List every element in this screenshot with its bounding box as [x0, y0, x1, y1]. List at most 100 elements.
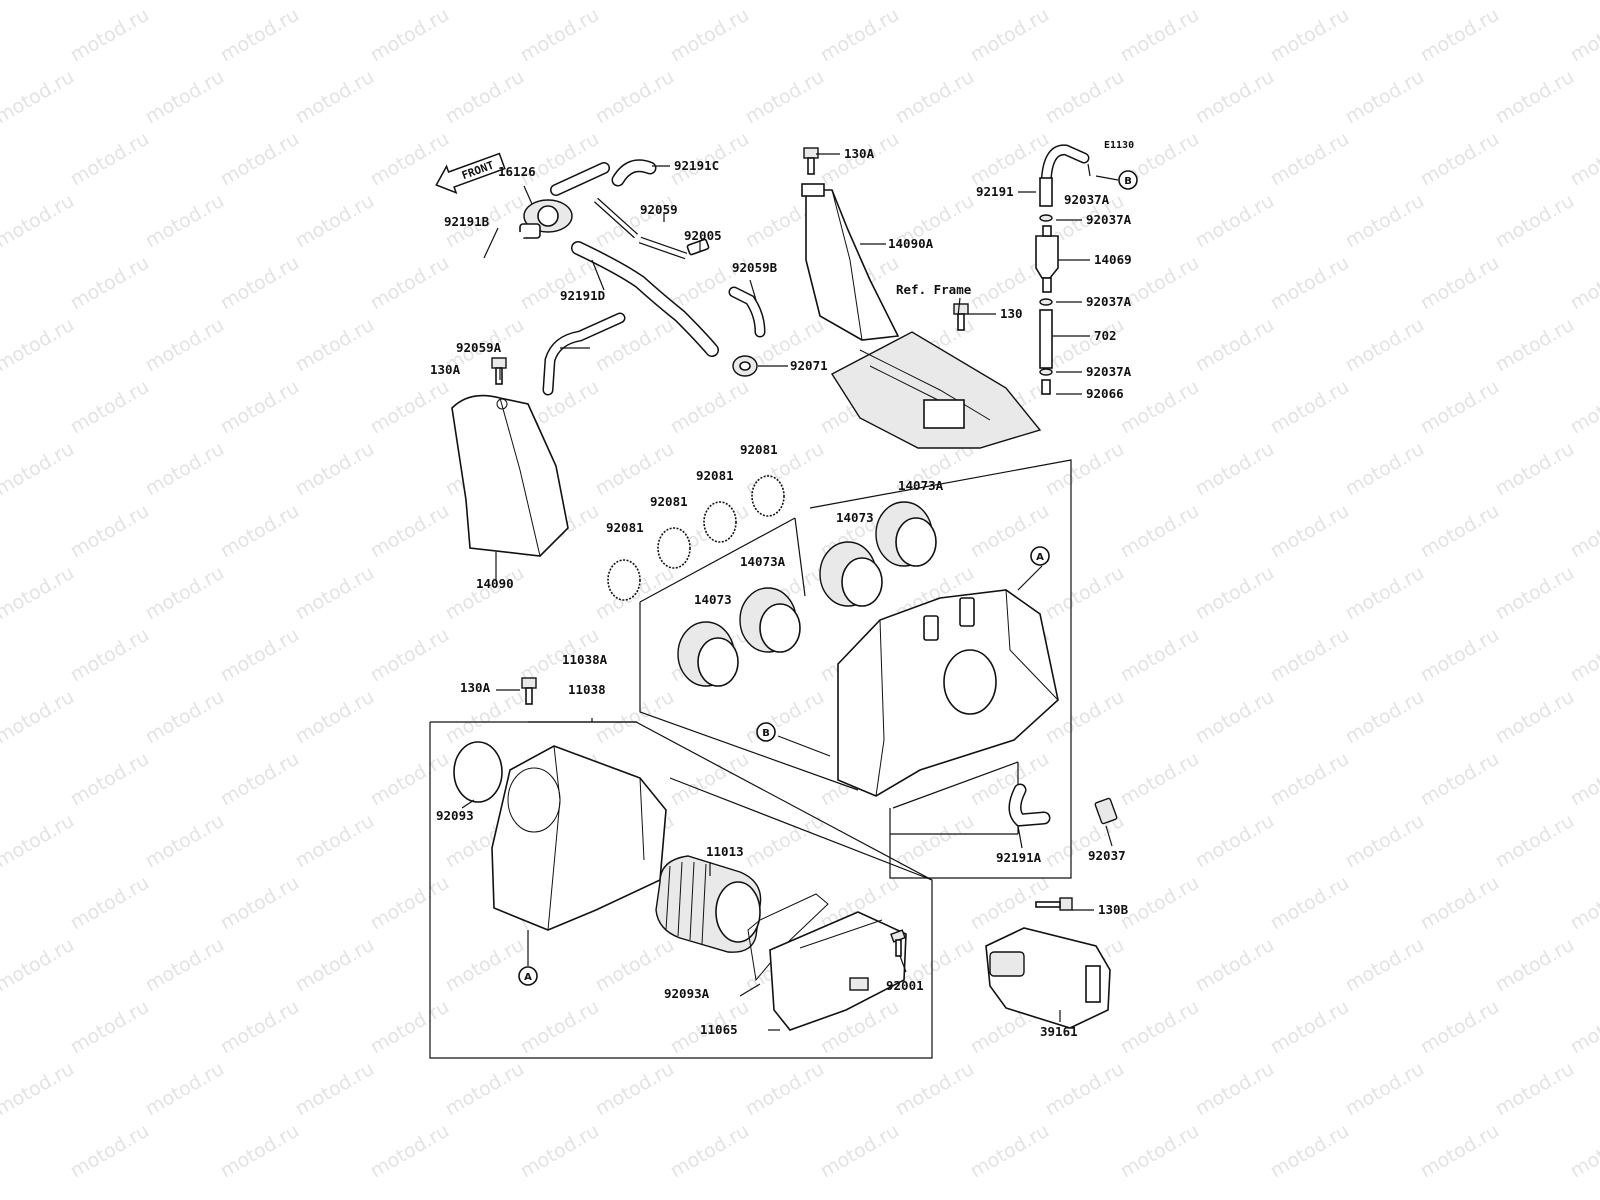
callout-92191a: 92191A — [996, 850, 1042, 865]
watermark-text: motod.ru — [0, 0, 78, 4]
watermark-text: motod.ru — [0, 748, 3, 811]
watermark-text: motod.ru — [817, 1120, 903, 1183]
callout-11013: 11013 — [706, 844, 744, 859]
watermark-text: motod.ru — [442, 0, 528, 4]
watermark-text: motod.ru — [1567, 872, 1600, 935]
watermark-text: motod.ru — [292, 66, 378, 129]
watermark-text: motod.ru — [967, 4, 1053, 67]
watermark-text: motod.ru — [1417, 4, 1503, 67]
watermark-text: motod.ru — [442, 934, 528, 997]
watermark-text: motod.ru — [1567, 996, 1600, 1059]
watermark-text: motod.ru — [742, 810, 828, 873]
watermark-text: motod.ru — [67, 376, 153, 439]
watermark-text: motod.ru — [0, 438, 78, 501]
callout-14090a: 14090A — [888, 236, 934, 251]
watermark-text: motod.ru — [1342, 438, 1428, 501]
watermark-text: motod.ru — [1042, 438, 1128, 501]
watermark-text: motod.ru — [517, 996, 603, 1059]
watermark-text: motod.ru — [1417, 376, 1503, 439]
watermark-text: motod.ru — [1042, 66, 1128, 129]
watermark-text: motod.ru — [1417, 996, 1503, 1059]
watermark-text: motod.ru — [142, 438, 228, 501]
watermark-text: motod.ru — [1567, 748, 1600, 811]
watermark-text: motod.ru — [367, 748, 453, 811]
watermark-text: motod.ru — [592, 438, 678, 501]
watermark-text: motod.ru — [1417, 748, 1503, 811]
watermark-text: motod.ru — [892, 1058, 978, 1121]
watermark-text: motod.ru — [1567, 624, 1600, 687]
frame-reference — [831, 331, 1042, 449]
watermark-text: motod.ru — [817, 4, 903, 67]
watermark-text: motod.ru — [367, 252, 453, 315]
watermark-text: motod.ru — [1567, 376, 1600, 439]
bolt-130a-left — [491, 357, 507, 385]
watermark-text: motod.ru — [892, 66, 978, 129]
watermark-text: motod.ru — [1117, 996, 1203, 1059]
callout-92001: 92001 — [886, 978, 924, 993]
watermark-text: motod.ru — [217, 252, 303, 315]
watermark-text: motod.ru — [67, 128, 153, 191]
watermark-text: motod.ru — [1117, 376, 1203, 439]
watermark-text: motod.ru — [1267, 376, 1353, 439]
intake-boots — [677, 501, 937, 687]
watermark-text: motod.ru — [517, 4, 603, 67]
watermark-text: motod.ru — [1492, 314, 1578, 377]
watermark-text: motod.ru — [742, 0, 828, 4]
watermark-text: motod.ru — [292, 438, 378, 501]
bolt-130b — [1035, 897, 1073, 911]
clamps-92081 — [607, 475, 785, 601]
watermark-text: motod.ru — [67, 252, 153, 315]
watermark-text: motod.ru — [967, 1120, 1053, 1183]
watermark-text: motod.ru — [1492, 66, 1578, 129]
ref-circle-A-1: A — [1030, 546, 1050, 566]
hoses-group — [466, 159, 766, 396]
leader-lines — [461, 153, 1119, 1031]
watermark-text: motod.ru — [67, 624, 153, 687]
watermark-text: motod.ru — [0, 376, 3, 439]
callout-92005: 92005 — [684, 228, 722, 243]
watermark-text: motod.ru — [1267, 252, 1353, 315]
watermark-text: motod.ru — [442, 562, 528, 625]
callout-16126: 16126 — [498, 164, 536, 179]
svg-text:A: A — [524, 972, 532, 983]
callout-11038a: 11038A — [562, 652, 608, 667]
watermark-text: motod.ru — [1117, 500, 1203, 563]
watermark-text: motod.ru — [1342, 190, 1428, 253]
watermark-text: motod.ru — [217, 1120, 303, 1183]
callout-702: 702 — [1094, 328, 1117, 343]
watermark-text: motod.ru — [367, 1120, 453, 1183]
watermark-text: motod.ru — [292, 810, 378, 873]
watermark-text: motod.ru — [892, 810, 978, 873]
watermark-text: motod.ru — [67, 1120, 153, 1183]
watermark-text: motod.ru — [1492, 562, 1578, 625]
watermark-text: motod.ru — [1267, 872, 1353, 935]
watermark-text: motod.ru — [1492, 1058, 1578, 1121]
callout-92037: 92037 — [1088, 848, 1126, 863]
watermark-text: motod.ru — [142, 0, 228, 4]
watermark-text: motod.ru — [1342, 562, 1428, 625]
watermark-text: motod.ru — [0, 4, 3, 67]
watermark-text: motod.ru — [892, 0, 978, 4]
watermark-text: motod.ru — [292, 1058, 378, 1121]
callout-92059a: 92059A — [456, 340, 502, 355]
watermark-text: motod.ru — [1417, 1120, 1503, 1183]
watermark-text: motod.ru — [0, 500, 3, 563]
watermark-text: motod.ru — [667, 4, 753, 67]
watermark-text: motod.ru — [1267, 748, 1353, 811]
watermark-text: motod.ru — [142, 686, 228, 749]
cover-14090 — [451, 394, 569, 557]
watermark-text: motod.ru — [1192, 1058, 1278, 1121]
callout-14073-top: 14073 — [836, 510, 874, 525]
watermark-text: motod.ru — [0, 624, 3, 687]
watermark-text: motod.ru — [1192, 934, 1278, 997]
watermark-text: motod.ru — [667, 748, 753, 811]
watermark-text: motod.ru — [1192, 66, 1278, 129]
callout-92081-3: 92081 — [696, 468, 734, 483]
svg-text:B: B — [762, 728, 770, 739]
callout-92081-4: 92081 — [740, 442, 778, 457]
watermark-text: motod.ru — [367, 4, 453, 67]
callout-14090: 14090 — [476, 576, 514, 591]
watermark-text: motod.ru — [1192, 190, 1278, 253]
callout-92037a-3: 92037A — [1086, 294, 1132, 309]
callout-ref-frame: Ref. Frame — [896, 282, 972, 297]
